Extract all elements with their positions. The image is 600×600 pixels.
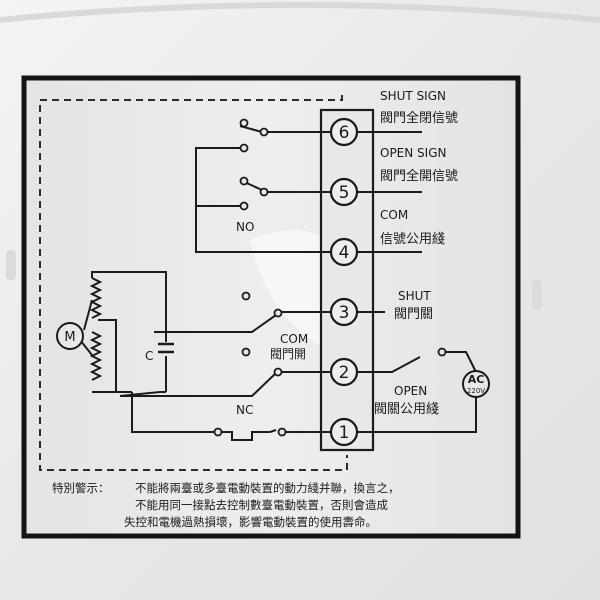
terminal-4-label-en: COM [380,208,408,222]
no-label: NO [236,220,254,234]
enclosure-tab-right [532,280,542,310]
terminal-2-label-cn: 閥關公用綫 [374,402,439,417]
terminal-descriptions: SHUT SIGN 閥門全閉信號 OPEN SIGN 閥門全開信號 COM 信號… [374,89,458,417]
terminal-5-label-cn: 閥門全開信號 [380,168,458,184]
com-label: COM [280,332,308,346]
warning-prefix: 特別警示： [52,481,110,495]
wiring-label: 6 5 4 3 2 1 [21,75,521,539]
terminal-6-number: 6 [339,123,350,143]
terminal-3-label-cn: 閥門關 [394,307,433,322]
label-border [21,75,521,539]
motor-symbol [56,322,84,350]
motor-winding-upper [89,277,103,319]
terminal-2-label-en: OPEN [394,384,427,398]
terminal-4-label-cn: 信號公用綫 [380,232,445,247]
enclosure-rim [0,2,600,23]
terminal-6-label-cn: 閥門全閉信號 [380,110,458,126]
com-label-cn: 閥門開 [270,347,306,361]
terminal-4-number: 4 [339,243,350,263]
terminal-5-number: 5 [339,183,350,203]
warning-line-3: 失控和電機過熱損壞，影響電動裝置的使用壽命。 [124,515,377,529]
capacitor-label: C [145,349,153,363]
terminal-3-label-en: SHUT [398,289,431,303]
warning-line-2: 不能用同一接點去控制數臺電動裝置，否則會造成 [135,498,388,512]
terminal-3-number: 3 [339,303,350,323]
terminal-5-label-en: OPEN SIGN [380,146,447,160]
terminal-block [319,108,375,452]
motor-winding-lower [89,331,103,381]
terminal-2-number: 2 [339,363,350,383]
nc-label: NC [236,403,253,417]
warning-line-1: 不能將兩臺或多臺電動裝置的動力綫并聯，換言之， [135,481,400,495]
terminal-1-number: 1 [339,423,350,443]
warning-notice: 特別警示： 不能將兩臺或多臺電動裝置的動力綫并聯，換言之， 不能用同一接點去控制… [52,481,400,529]
switch-contacts [213,118,447,437]
enclosure-tab-left [6,250,16,280]
ac-source-symbol [462,370,490,398]
ac-label: AC [468,373,485,386]
ac-voltage: 220V [467,387,485,395]
dashed-boundary [39,95,348,471]
terminal-6-label-en: SHUT SIGN [380,89,446,103]
wiring-lines [79,125,477,441]
motor-label: M [64,330,75,345]
